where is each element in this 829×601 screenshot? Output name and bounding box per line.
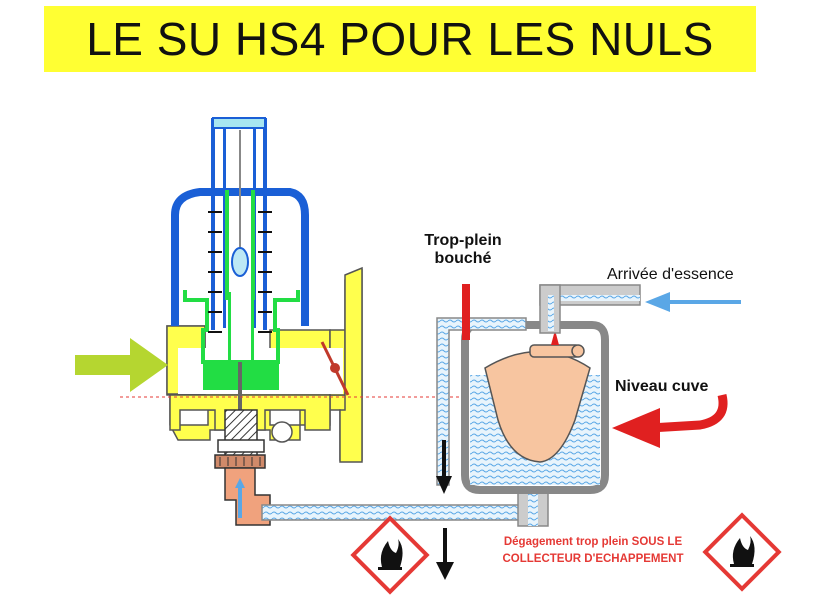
flammable-hazard-icon xyxy=(702,512,782,592)
title-band xyxy=(44,6,756,72)
blocked-overflow-marker xyxy=(462,284,470,340)
overflow-blocked-line1: Trop-plein xyxy=(424,232,502,249)
overflow-discharge-arrow-icon xyxy=(436,528,454,580)
discharge-warning: Dégagement trop plein SOUS LE COLLECTEUR… xyxy=(478,536,708,565)
discharge-warning-line2: COLLECTEUR D'ECHAPPEMENT xyxy=(502,553,684,565)
air-flow-arrow-icon xyxy=(75,338,168,392)
overflow-down-arrow-icon xyxy=(436,440,452,494)
page-title: LE SU HS4 POUR LES NULS xyxy=(86,13,714,65)
piston-spring xyxy=(208,211,272,333)
fuel-inlet-label: Arrivée d'essence xyxy=(607,266,734,283)
fuel-inlet-arrow-icon xyxy=(645,292,741,312)
overflow-blocked-line2: bouché xyxy=(434,250,492,267)
discharge-warning-line1: Dégagement trop plein SOUS LE xyxy=(503,536,683,548)
overflow-blocked-label: Trop-plein bouché xyxy=(418,232,508,268)
jet-assembly xyxy=(214,409,271,526)
fuel-rise-arrow-icon xyxy=(235,478,245,488)
bowl-level-label: Niveau cuve xyxy=(615,378,709,395)
level-rising-arrow-icon xyxy=(612,393,728,448)
float-bowl xyxy=(461,321,609,494)
fuel-inlet-pipe xyxy=(539,284,641,334)
flammable-hazard-icon xyxy=(350,515,430,595)
throttle-butterfly xyxy=(320,341,350,396)
